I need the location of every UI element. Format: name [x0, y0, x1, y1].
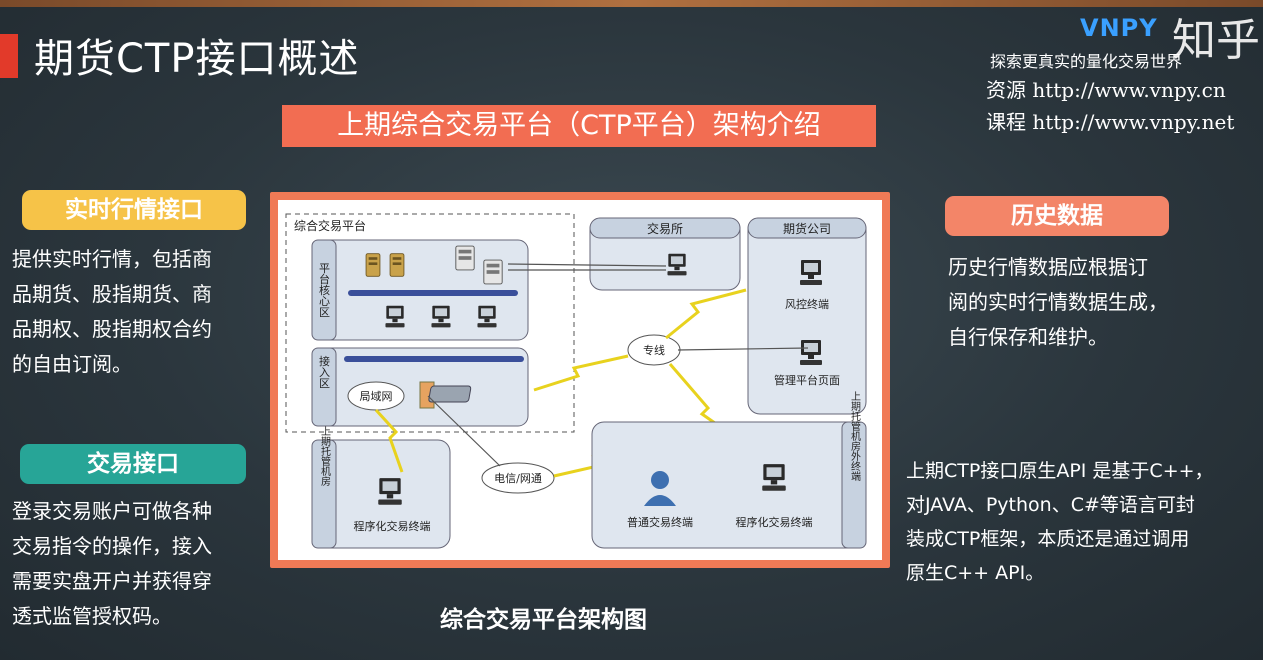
history-line: 阅的实时行情数据生成，: [948, 290, 1168, 314]
trade-line: 需要实盘开户并获得穿: [12, 569, 212, 593]
dedicated-line-label: 专线: [643, 343, 665, 357]
switch-icon: [428, 385, 472, 403]
title-marker: [0, 34, 18, 78]
market-data-pill: 实时行情接口: [22, 190, 246, 230]
platform-region: [285, 213, 575, 433]
api-line: 原生C++ API。: [906, 562, 1045, 584]
hosted-prog-terminal-label: 程序化交易终端: [354, 519, 431, 533]
outside-hosting-label: 上期托管机房外终端: [849, 391, 861, 482]
api-line: 对JAVA、Python、C#等语言可封: [906, 494, 1195, 516]
resource-link[interactable]: 资源 http://www.vnpy.cn: [986, 78, 1226, 102]
lightning-link: [374, 408, 404, 473]
admin-terminal-icon: [800, 340, 822, 365]
api-description: 上期CTP接口原生API 是基于C++， 对JAVA、Python、C#等语言可…: [906, 454, 1214, 590]
user-icon: [644, 471, 676, 506]
market-data-description: 提供实时行情，包括商 品期货、股指期货、商 品期权、股指期权合约 的自由订阅。: [12, 242, 212, 382]
section-banner: 上期综合交易平台（CTP平台）架构介绍: [282, 105, 876, 147]
course-link[interactable]: 课程 http://www.vnpy.net: [986, 110, 1235, 134]
history-line: 历史行情数据应根据订: [948, 255, 1148, 279]
diagram-caption: 综合交易平台架构图: [440, 607, 647, 633]
lightning-link: [665, 288, 747, 340]
slide-title: 期货CTP接口概述: [34, 36, 360, 82]
risk-terminal-icon: [800, 260, 822, 285]
market-line: 品期权、股指期权合约: [12, 317, 212, 341]
core-exchange-link: [507, 263, 667, 267]
core-server-icon: [365, 253, 381, 277]
slogan: 探索更真实的量化交易世界: [990, 52, 1183, 71]
history-data-pill: 历史数据: [945, 196, 1169, 236]
platform-label: 综合交易平台: [294, 218, 366, 233]
history-line: 自行保存和维护。: [948, 325, 1108, 349]
zhihu-logo: 知乎: [1172, 15, 1260, 66]
market-line: 的自由订阅。: [12, 352, 132, 376]
outside-prog-terminal-label: 程序化交易终端: [736, 515, 813, 529]
core-server-icon: [389, 253, 405, 277]
telecom-cloud: [481, 462, 555, 494]
broker-link: [677, 347, 809, 351]
normal-terminal-label: 普通交易终端: [627, 515, 693, 529]
trade-interface-description: 登录交易账户可做各种 交易指令的操作，接入 需要实盘开户并获得穿 透式监管授权码…: [12, 494, 212, 634]
architecture-diagram: 综合交易平台 平台核心区 接入区 局域网 交易所: [278, 200, 882, 560]
trade-interface-pill: 交易接口: [20, 444, 246, 484]
core-server-icon: [483, 259, 503, 285]
hosted-room-label: 上期托管机房: [319, 426, 331, 487]
core-zone-label: 平台核心区: [318, 263, 331, 318]
history-data-description: 历史行情数据应根据订 阅的实时行情数据生成， 自行保存和维护。: [948, 250, 1168, 355]
telecom-label: 电信/网通: [494, 472, 542, 485]
lightning-link: [533, 354, 629, 392]
hosted-prog-terminal-icon: [378, 478, 402, 505]
outside-prog-terminal-icon: [762, 464, 786, 491]
market-line: 提供实时行情，包括商: [12, 247, 212, 271]
architecture-diagram-frame: 综合交易平台 平台核心区 接入区 局域网 交易所: [270, 192, 890, 568]
trade-line: 交易指令的操作，接入: [12, 534, 212, 558]
architecture-diagram-svg: 综合交易平台 平台核心区 接入区 局域网 交易所: [285, 213, 867, 549]
api-line: 上期CTP接口原生API 是基于C++，: [906, 460, 1214, 482]
core-bus: [348, 290, 518, 296]
access-zone-label: 接入区: [318, 355, 331, 388]
top-accent-bar: [0, 0, 1263, 7]
broker-label: 期货公司: [783, 221, 831, 236]
market-line: 品期货、股指期货、商: [12, 282, 212, 306]
risk-terminal-label: 风控终端: [785, 297, 829, 311]
exchange-pc-icon: [667, 253, 687, 276]
api-line: 装成CTP框架，本质还是通过调用: [906, 528, 1190, 550]
outside-hosting-zone: [591, 421, 867, 549]
trade-line: 登录交易账户可做各种: [12, 499, 212, 523]
access-bus: [344, 356, 524, 362]
admin-page-label: 管理平台页面: [774, 373, 840, 387]
lan-label: 局域网: [360, 390, 393, 403]
vnpy-logo: VNPY: [1080, 14, 1158, 42]
core-pc-icon: [477, 305, 497, 328]
core-pc-icon: [431, 305, 451, 328]
core-pc-icon: [385, 305, 405, 328]
core-server-icon: [455, 245, 475, 271]
exchange-label: 交易所: [647, 221, 683, 236]
trade-line: 透式监管授权码。: [12, 604, 172, 628]
